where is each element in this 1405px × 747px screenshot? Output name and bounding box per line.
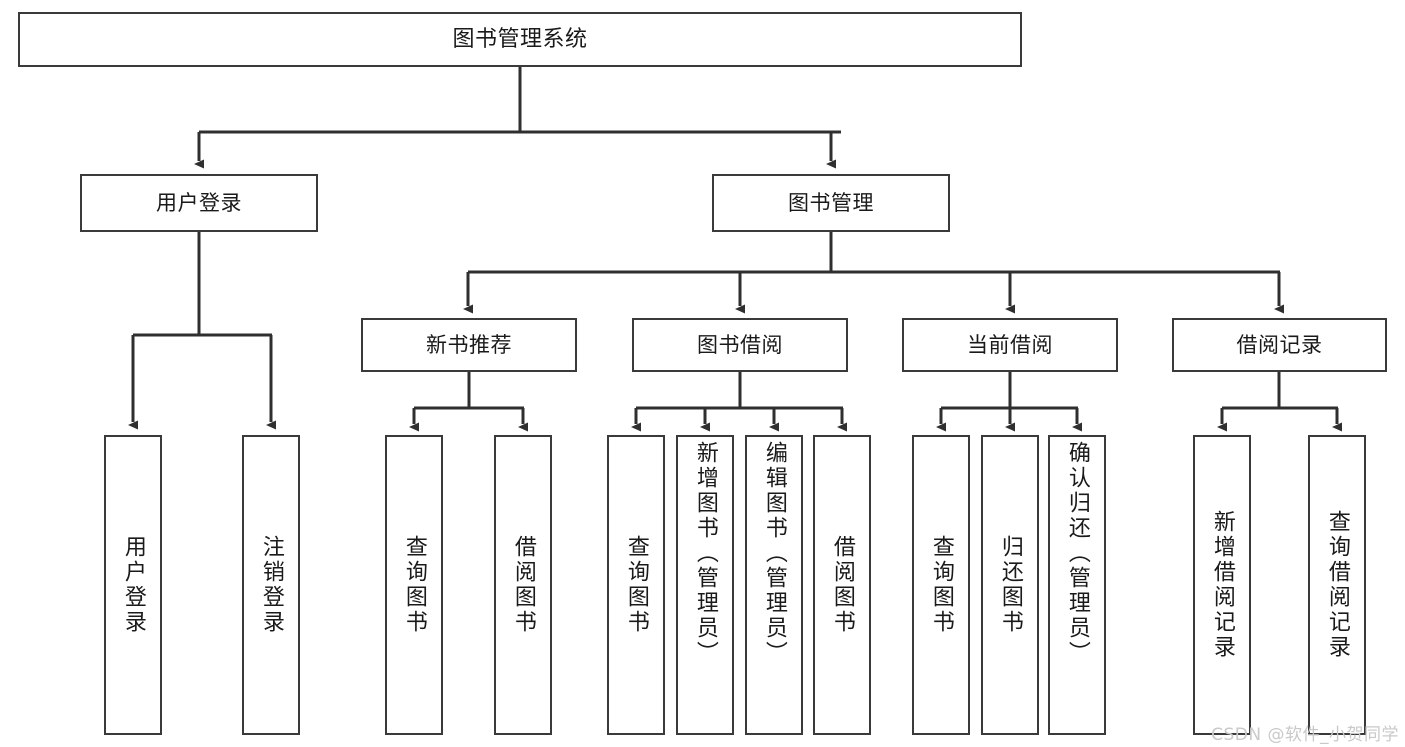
node-new-book-recommend-label: 新书推荐 — [426, 332, 512, 357]
node-root[interactable]: 图书管理系统 — [18, 12, 1022, 67]
node-book-borrow[interactable]: 图书借阅 — [632, 318, 848, 372]
node-leaf-recommend-borrow-book[interactable]: 借阅图书 — [494, 435, 552, 735]
node-leaf-record-add-label: 新增借阅记录 — [1209, 510, 1235, 660]
node-user-login-label: 用户登录 — [156, 190, 242, 215]
node-leaf-borrow-edit-book[interactable]: 编辑图书（管理员） — [745, 435, 803, 735]
node-leaf-record-add[interactable]: 新增借阅记录 — [1193, 435, 1251, 735]
node-current-borrow-label: 当前借阅 — [967, 332, 1053, 357]
node-leaf-borrow-borrow-book[interactable]: 借阅图书 — [813, 435, 871, 735]
node-leaf-user-logout[interactable]: 注销登录 — [242, 435, 300, 735]
node-new-book-recommend[interactable]: 新书推荐 — [361, 318, 577, 372]
node-leaf-current-confirm-return[interactable]: 确认归还（管理员） — [1048, 435, 1106, 735]
node-leaf-borrow-query-book[interactable]: 查询图书 — [607, 435, 665, 735]
node-leaf-borrow-borrow-book-label: 借阅图书 — [829, 535, 855, 635]
node-borrow-record[interactable]: 借阅记录 — [1172, 318, 1387, 372]
node-leaf-record-query-label: 查询借阅记录 — [1324, 510, 1350, 660]
node-leaf-current-query-book[interactable]: 查询图书 — [912, 435, 970, 735]
node-book-borrow-label: 图书借阅 — [697, 332, 783, 357]
node-leaf-recommend-query-book-label: 查询图书 — [401, 535, 427, 635]
csdn-watermark: CSDN @软件_小贺同学 — [1211, 725, 1399, 745]
node-borrow-record-label: 借阅记录 — [1236, 332, 1323, 357]
node-leaf-current-query-book-label: 查询图书 — [928, 535, 954, 635]
node-root-label: 图书管理系统 — [452, 26, 588, 52]
node-leaf-current-return-book[interactable]: 归还图书 — [981, 435, 1039, 735]
node-book-manage[interactable]: 图书管理 — [712, 174, 950, 232]
node-leaf-borrow-add-book[interactable]: 新增图书（管理员） — [676, 435, 734, 735]
node-leaf-borrow-query-book-label: 查询图书 — [623, 535, 649, 635]
node-leaf-borrow-edit-book-label: 编辑图书（管理员） — [761, 441, 787, 666]
node-leaf-recommend-borrow-book-label: 借阅图书 — [510, 535, 536, 635]
node-leaf-record-query[interactable]: 查询借阅记录 — [1308, 435, 1366, 735]
node-leaf-current-return-book-label: 归还图书 — [997, 535, 1023, 635]
node-leaf-borrow-add-book-label: 新增图书（管理员） — [692, 441, 718, 666]
node-current-borrow[interactable]: 当前借阅 — [902, 318, 1118, 372]
node-leaf-user-login-label: 用户登录 — [120, 535, 146, 635]
node-leaf-recommend-query-book[interactable]: 查询图书 — [385, 435, 443, 735]
node-user-login[interactable]: 用户登录 — [80, 174, 318, 232]
node-leaf-user-login[interactable]: 用户登录 — [104, 435, 162, 735]
node-leaf-user-logout-label: 注销登录 — [258, 535, 284, 635]
node-leaf-current-confirm-return-label: 确认归还（管理员） — [1064, 441, 1090, 666]
node-book-manage-label: 图书管理 — [788, 190, 874, 215]
